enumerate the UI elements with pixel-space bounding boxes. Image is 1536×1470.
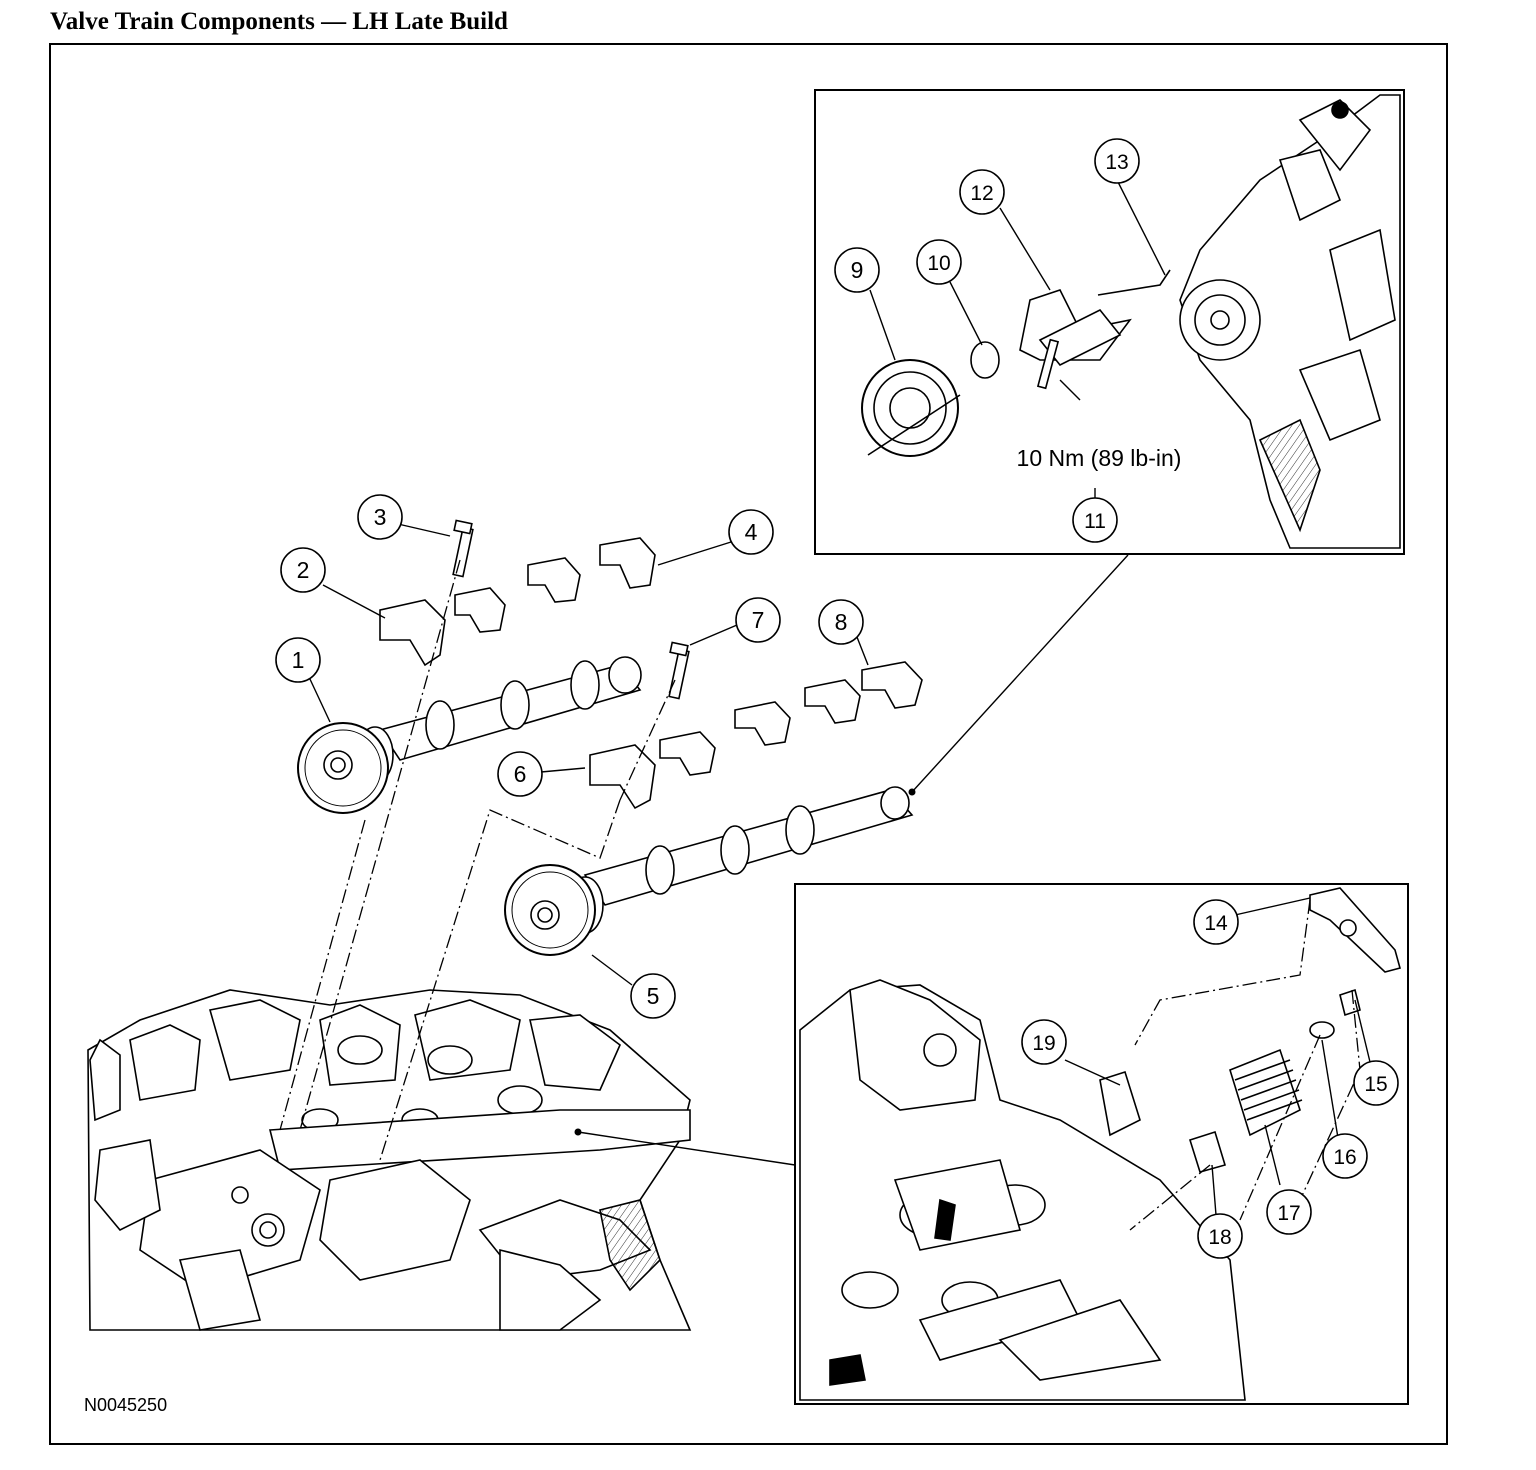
callout-14-label: 14	[1204, 912, 1228, 935]
callout-11-label: 11	[1084, 510, 1106, 533]
bearing-caps-lower	[589, 661, 923, 810]
callout-9: 9	[834, 247, 880, 293]
callout-12: 12	[959, 169, 1005, 215]
callout-19: 19	[1021, 1019, 1067, 1065]
callout-12-label: 12	[970, 182, 993, 205]
callout-8: 8	[818, 599, 864, 645]
upper-inset-drawing	[861, 94, 1401, 549]
callout-9-label: 9	[851, 257, 864, 283]
callout-1: 1	[275, 637, 321, 683]
callout-7-label: 7	[752, 607, 765, 633]
callout-17-label: 17	[1277, 1202, 1300, 1225]
callout-10: 10	[916, 239, 962, 285]
lower-inset-drawing	[799, 887, 1401, 1401]
callout-16-label: 16	[1333, 1146, 1356, 1169]
callout-13-label: 13	[1105, 151, 1128, 174]
bolts	[452, 519, 690, 700]
callout-15: 15	[1353, 1060, 1399, 1106]
callout-3: 3	[357, 494, 403, 540]
callout-15-label: 15	[1364, 1073, 1387, 1096]
outer-frame	[49, 43, 1448, 1445]
torque-spec-label: 10 Nm (89 lb-in)	[1017, 445, 1182, 471]
callout-2: 2	[280, 547, 326, 593]
callout-8-label: 8	[835, 609, 848, 635]
callout-10-label: 10	[927, 252, 950, 275]
callout-14: 14	[1193, 899, 1239, 945]
callout-7: 7	[735, 597, 781, 643]
callout-6: 6	[497, 751, 543, 797]
callout-11: 11	[1072, 497, 1118, 543]
callout-6-label: 6	[514, 761, 527, 787]
bearing-caps-upper	[379, 537, 656, 667]
callout-5-label: 5	[647, 983, 660, 1009]
callout-3-label: 3	[374, 504, 387, 530]
callout-1-label: 1	[292, 647, 305, 673]
callout-5: 5	[630, 973, 676, 1019]
leader-dot-upper	[908, 788, 916, 796]
figure-id-label: N0045250	[84, 1395, 167, 1415]
leader-lines	[308, 179, 1371, 1216]
callout-16: 16	[1322, 1133, 1368, 1179]
callout-18: 18	[1197, 1213, 1243, 1259]
callout-19-label: 19	[1032, 1032, 1055, 1055]
callout-17: 17	[1266, 1189, 1312, 1235]
camshaft-2-drawing	[504, 786, 914, 956]
alignment-lines	[279, 559, 676, 1161]
callout-18-label: 18	[1208, 1226, 1231, 1249]
leader-dot-lower	[574, 1128, 582, 1136]
camshaft-1-drawing	[297, 656, 642, 814]
callout-13: 13	[1094, 138, 1140, 184]
callout-4-label: 4	[745, 519, 758, 545]
diagram-title: Valve Train Components — LH Late Build	[50, 8, 508, 35]
callouts: 1 2 3 4 5 6 7 8 9 10 11 12 13 14 15 16 1…	[275, 138, 1399, 1259]
callout-2-label: 2	[297, 557, 310, 583]
cylinder-head-drawing	[87, 989, 692, 1331]
callout-4: 4	[728, 509, 774, 555]
